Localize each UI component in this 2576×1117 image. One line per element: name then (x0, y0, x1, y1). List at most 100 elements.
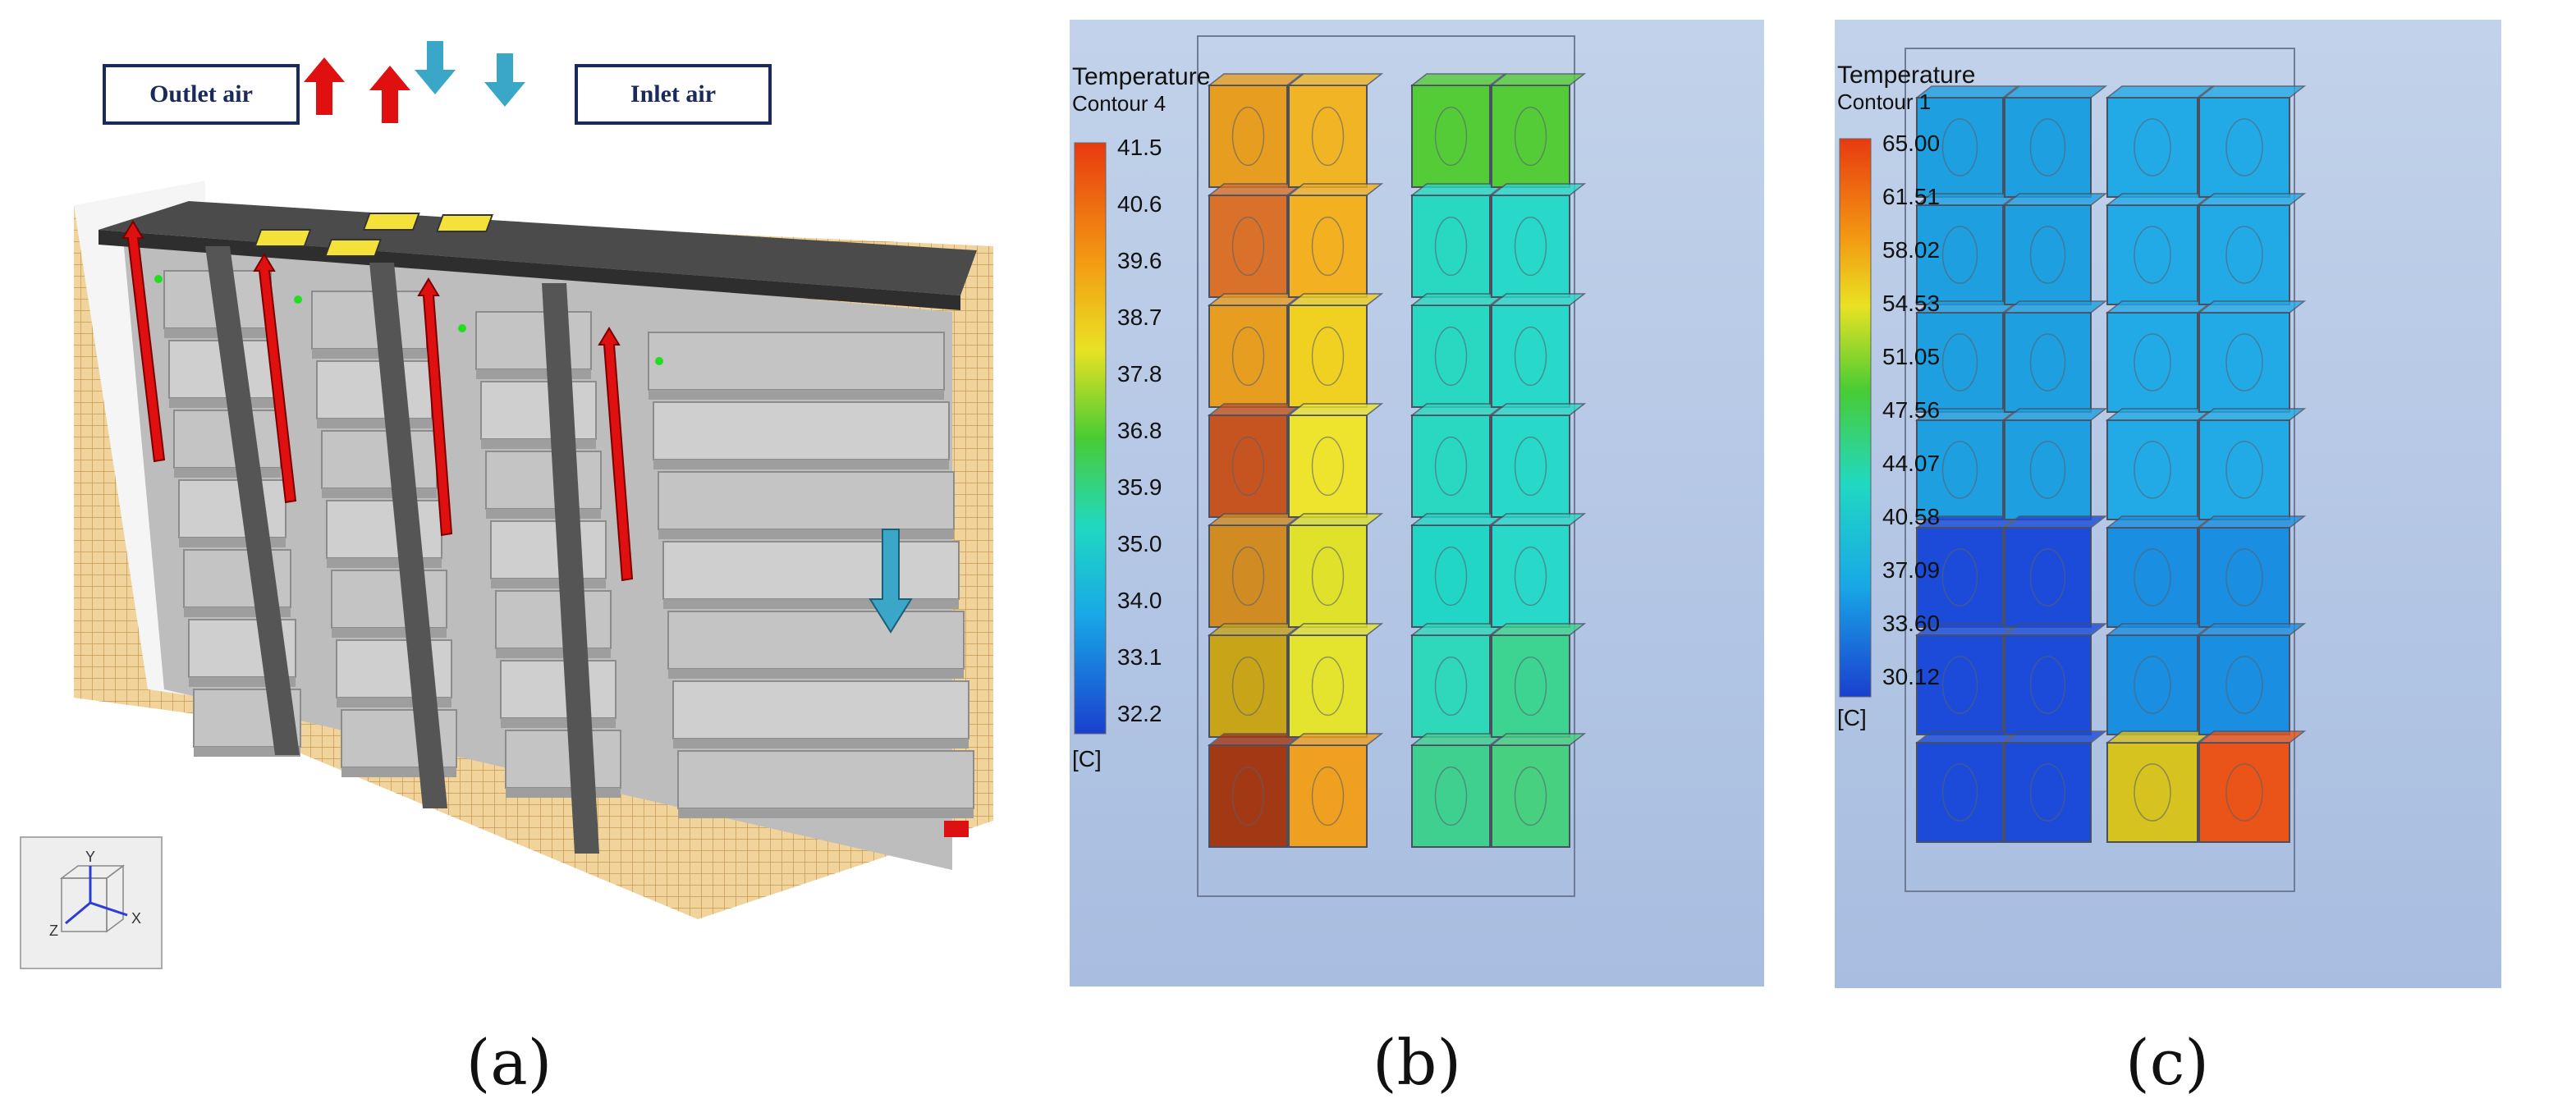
legend-value: 47.56 (1882, 397, 1941, 423)
battery-module (1208, 414, 1288, 518)
outlet-air-label: Outlet air (103, 64, 300, 125)
battery-module (2004, 419, 2092, 520)
battery-cabinet-model: Y X Z (20, 41, 993, 969)
module-vent (1434, 216, 1468, 277)
module-vent (2029, 333, 2066, 391)
module-vent (1434, 326, 1468, 387)
battery-cell (475, 311, 592, 370)
battery-module (2198, 419, 2290, 520)
legend-value: 33.1 (1117, 644, 1162, 670)
battery-module (2198, 527, 2290, 628)
battery-module (1916, 204, 2004, 305)
module-top (1914, 730, 2020, 744)
battery-module (1411, 85, 1491, 188)
module-vent (1941, 118, 1978, 176)
module-top (1489, 403, 1587, 416)
module-top (2105, 85, 2215, 98)
cell-shadow (653, 460, 949, 469)
battery-cell (677, 750, 974, 809)
battery-module (1208, 634, 1288, 738)
battery-module (1208, 524, 1288, 628)
cell-shadow (506, 788, 621, 798)
battery-module (1411, 744, 1491, 848)
module-vent (2029, 548, 2066, 607)
module-vent (1231, 766, 1265, 826)
cell-shadow (668, 669, 964, 679)
battery-module (2198, 312, 2290, 413)
module-vent (1311, 546, 1345, 607)
cell-shadow (476, 369, 591, 379)
module-vent (2225, 763, 2263, 822)
module-vent (2225, 333, 2263, 391)
module-top (2002, 85, 2108, 98)
battery-cell (667, 611, 965, 670)
module-top (2105, 623, 2215, 636)
battery-module (1491, 524, 1570, 628)
module-vent (1434, 546, 1468, 607)
module-vent (2134, 548, 2171, 607)
module-top (1286, 623, 1384, 636)
module-vent (1434, 436, 1468, 497)
legend-bar-b (1074, 142, 1107, 735)
axis-arrows (65, 866, 128, 925)
battery-module (2106, 419, 2198, 520)
inlet-flow-arrow (869, 529, 913, 634)
legend-value: 37.8 (1117, 361, 1162, 387)
module-top (1286, 183, 1384, 196)
battery-module (2004, 742, 2092, 843)
cell-shadow (486, 509, 601, 519)
cell-shadow (678, 808, 974, 818)
module-vent (2134, 656, 2171, 714)
module-top (1286, 513, 1384, 526)
legend-value: 35.9 (1117, 474, 1162, 500)
caption-c: (c) (2125, 1026, 2209, 1099)
module-vent (2134, 226, 2171, 284)
module-vent (2029, 441, 2066, 499)
module-vent (2134, 333, 2171, 391)
module-top (1489, 513, 1587, 526)
module-vent (1311, 656, 1345, 716)
battery-module (1491, 634, 1570, 738)
module-vent (1514, 326, 1547, 387)
legend-value: 54.53 (1882, 291, 1941, 316)
module-top (2197, 515, 2307, 529)
module-top (1489, 733, 1587, 746)
cell-shadow (174, 468, 281, 478)
module-vent (1231, 436, 1265, 497)
inlet-arrow-1 (415, 41, 456, 94)
module-top (1489, 623, 1587, 636)
legend-value: 44.07 (1882, 451, 1941, 476)
pillar-2 (369, 263, 447, 808)
battery-cell (173, 410, 282, 469)
module-vent (1941, 226, 1978, 284)
battery-module (1288, 524, 1368, 628)
battery-cell (500, 660, 616, 719)
cell-shadow (673, 739, 969, 748)
module-top (2105, 730, 2215, 744)
battery-module (1208, 85, 1288, 188)
battery-cell (672, 680, 969, 739)
container-floor (74, 689, 993, 919)
axis-x-label: X (131, 910, 141, 927)
battery-module (1491, 414, 1570, 518)
battery-module (2106, 742, 2198, 843)
battery-module (1916, 634, 2004, 735)
rack-frame (1197, 35, 1575, 897)
battery-cell (326, 500, 442, 559)
battery-cell (178, 479, 286, 538)
battery-module (1491, 304, 1570, 408)
contour-c (1835, 20, 2501, 988)
battery-module (1208, 304, 1288, 408)
module-top (1409, 73, 1507, 86)
modules-c (1904, 48, 2307, 892)
pillar-3 (542, 283, 599, 854)
modules-b (1197, 35, 1587, 897)
pillar-1 (205, 246, 300, 755)
module-top (2002, 623, 2108, 636)
module-vent (1514, 436, 1547, 497)
module-top (2002, 515, 2108, 529)
axis-z-label: Z (49, 922, 58, 939)
battery-module (2004, 204, 2092, 305)
module-vent (1311, 216, 1345, 277)
battery-module (1411, 195, 1491, 298)
